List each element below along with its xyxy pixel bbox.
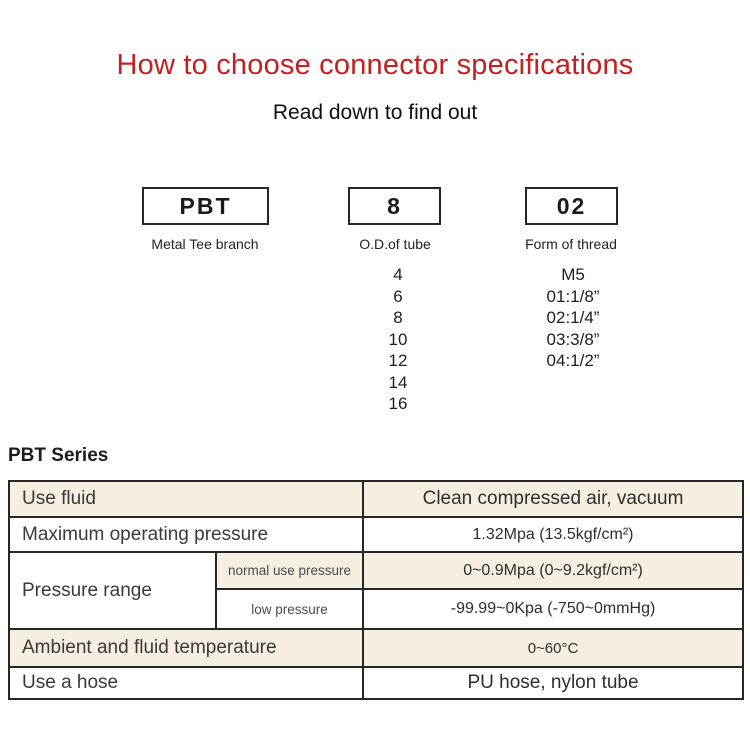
table-row: Ambient and fluid temperature 0~60°C [7,628,745,668]
table-row: Use a hose PU hose, nylon tube [7,666,745,700]
spec-value-temperature: 0~60°C [362,628,745,668]
option-item: 04:1/2” [546,351,600,370]
option-item: M5 [561,265,585,284]
spec-value-normal-pressure: 0~0.9Mpa (0~9.2kgf/cm²) [362,551,745,590]
spec-label-pressure-range: Pressure range [8,551,217,630]
code-box-series: PBT [142,187,269,225]
option-item: 4 [393,265,403,284]
spec-label-use-fluid: Use fluid [7,480,365,518]
code-box-tube-od-text: 8 [387,192,402,219]
table-row: low pressure -99.99~0Kpa (-750~0mmHg) [9,588,745,630]
thread-options: M5 01:1/8” 02:1/4” 03:3/8” 04:1/2” [481,264,665,372]
spec-label-max-pressure: Maximum operating pressure [7,516,365,553]
spec-label-hose: Use a hose [7,666,365,700]
tube-od-options: 4 6 8 10 12 14 16 [338,264,458,415]
code-label-series: Metal Tee branch [151,236,259,252]
page-subtitle: Read down to find out [272,101,478,124]
spec-value-use-fluid: Clean compressed air, vacuum [362,480,745,518]
code-label-tube-od: O.D.of tube [359,236,431,252]
series-heading: PBT Series [8,445,109,466]
spec-value-max-pressure: 1.32Mpa (13.5kgf/cm²) [362,516,745,553]
table-row: Pressure range normal use pressure 0~0.9… [8,551,745,630]
option-item: 10 [388,329,408,349]
code-box-thread: 02 [525,187,618,225]
spec-sublabel-low-pressure: low pressure [214,588,365,630]
option-item: 6 [393,286,403,306]
option-item: 03:3/8” [546,329,600,349]
code-box-series-text: PBT [179,192,232,219]
spec-value-low-pressure: -99.99~0Kpa (-750~0mmHg) [362,588,745,630]
spec-sublabel-normal-pressure: normal use pressure [214,551,365,590]
spec-value-hose: PU hose, nylon tube [362,666,745,700]
option-item: 12 [388,351,408,370]
option-item: 14 [388,372,408,392]
spec-table: Use fluid Clean compressed air, vacuum M… [7,480,745,700]
code-box-thread-text: 02 [556,192,587,219]
option-item: 16 [388,394,408,413]
code-label-thread: Form of thread [525,236,617,252]
option-item: 01:1/8” [546,286,600,306]
table-row: Use fluid Clean compressed air, vacuum [7,480,745,518]
code-box-tube-od: 8 [348,187,441,225]
option-item: 8 [393,308,403,327]
spec-label-temperature: Ambient and fluid temperature [7,628,365,668]
option-item: 02:1/4” [546,308,600,327]
page-title: How to choose connector specifications [116,49,634,81]
table-row: Maximum operating pressure 1.32Mpa (13.5… [7,516,745,553]
